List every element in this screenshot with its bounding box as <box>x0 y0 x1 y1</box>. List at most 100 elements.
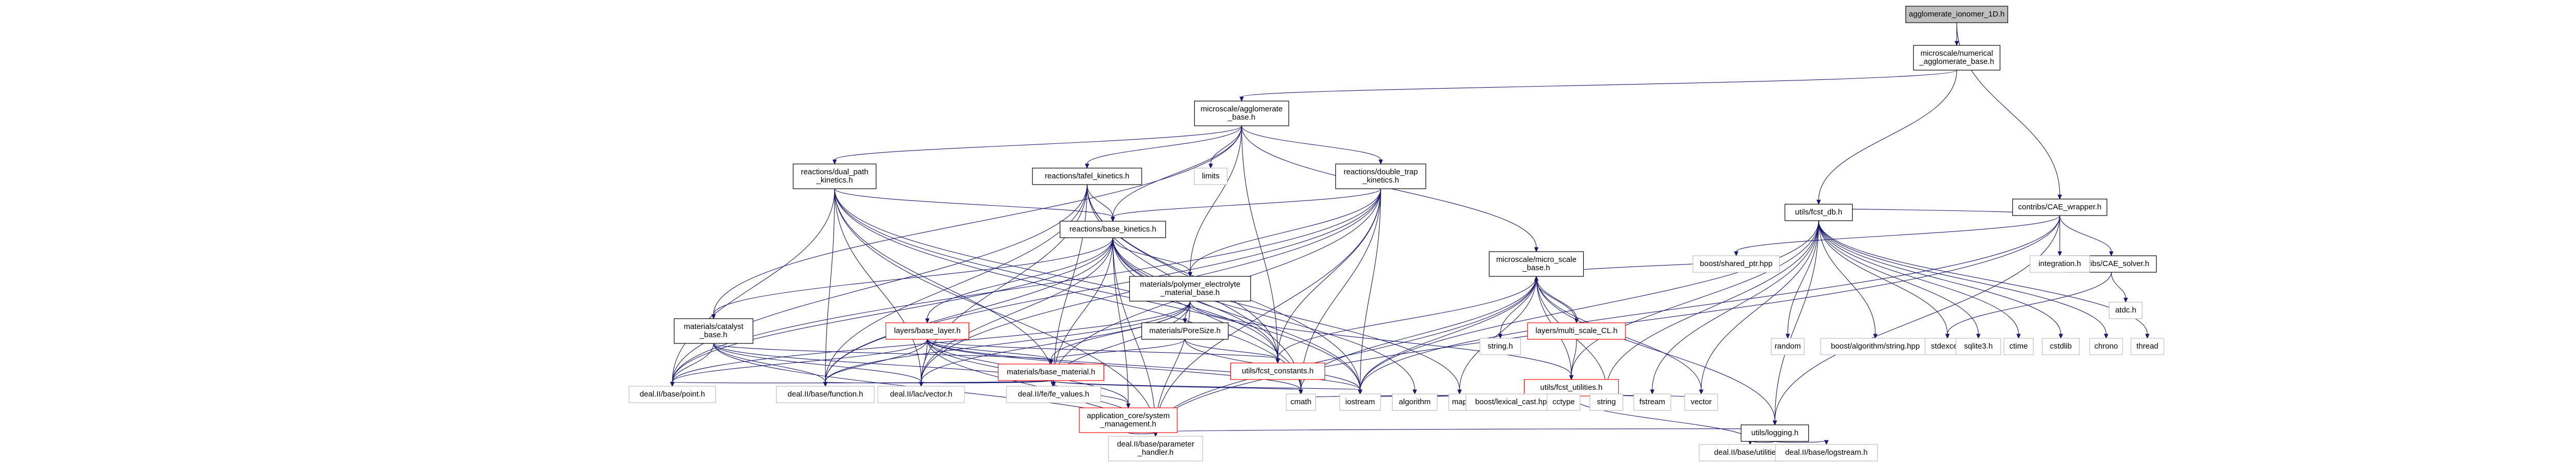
graph-node-function: deal.II/base/function.h <box>776 386 875 403</box>
graph-node-root: agglomerate_ionomer_1D.h <box>1905 6 2008 23</box>
graph-node-iostream: iostream <box>1339 393 1381 411</box>
node-box <box>1194 101 1290 126</box>
node-box <box>792 163 877 189</box>
edge-mps-to-ufc <box>1184 339 1280 364</box>
node-label: _kinetics.h <box>1362 176 1399 185</box>
node-label: materials/PoreSize.h <box>1149 326 1221 335</box>
edge-fcm-to-thread <box>1818 220 2150 339</box>
node-label: thread <box>2137 342 2159 351</box>
graph-node-mcat[interactable]: materials/catalyst_base.h <box>673 318 754 344</box>
edge-csolv-to-atdc <box>2111 272 2128 303</box>
node-box <box>1059 221 1166 238</box>
node-box <box>1684 393 1718 411</box>
graph-node-algorithm: algorithm <box>1392 393 1438 411</box>
node-label: _base.h <box>1522 263 1550 272</box>
edge-mmsb-to-map <box>1457 276 1537 395</box>
node-box <box>776 386 875 403</box>
edge-rdp-to-rbk <box>834 188 1115 222</box>
graph-node-mnab[interactable]: microscale/numerical_agglomerate_base.h <box>1913 45 2001 71</box>
node-box <box>1285 393 1316 411</box>
edge-mab-to-rtk <box>1084 125 1242 169</box>
graph-node-lms[interactable]: layers/multi_scale_CL.h <box>1527 322 1626 340</box>
graph-node-string: string <box>1589 393 1623 411</box>
graph-node-blog: deal.II/base/logstream.h <box>1775 444 1878 461</box>
node-box <box>1589 393 1623 411</box>
node-box <box>2042 338 2080 355</box>
edge-cwrap-to-ulog <box>1772 215 2060 426</box>
node-label: deal.II/base/logstream.h <box>1785 448 1868 457</box>
node-label: sqlite3.h <box>1964 342 1993 351</box>
graph-node-ufc[interactable]: utils/fcst_constants.h <box>1230 362 1326 380</box>
edge-rdp-to-lacvec <box>834 188 924 387</box>
graph-node-ulog[interactable]: utils/logging.h <box>1740 424 1809 442</box>
node-box <box>997 364 1105 381</box>
edge-mbm-to-lacvec <box>919 380 1052 387</box>
node-label: materials/polymer_electrolyte <box>1140 280 1240 289</box>
edge-rtk-to-fev <box>1051 184 1088 387</box>
edge-mcat-to-point <box>670 343 714 387</box>
graph-node-mps[interactable]: materials/PoreSize.h <box>1141 322 1229 340</box>
graph-node-chrono: chrono <box>2089 338 2123 355</box>
node-label: utils/fcst_constants.h <box>1242 367 1313 375</box>
node-label: utils/logging.h <box>1751 428 1799 437</box>
node-label: application_core/system <box>1087 411 1170 420</box>
graph-node-acsm[interactable]: application_core/system_management.h <box>1079 407 1178 433</box>
node-label: deal.II/base/point.h <box>640 390 705 399</box>
node-label: ctime <box>2009 342 2028 351</box>
node-label: materials/base_material.h <box>1007 368 1095 376</box>
edge-fcm-to-ctime <box>1818 220 2021 339</box>
node-box <box>629 386 716 403</box>
node-box <box>2109 302 2143 319</box>
graph-node-cwrap[interactable]: contribs/CAE_wrapper.h <box>2012 199 2108 216</box>
graph-node-mbm[interactable]: materials/base_material.h <box>997 364 1105 381</box>
graph-node-rtk[interactable]: reactions/tafel_kinetics.h <box>1032 168 1142 185</box>
node-label: cctype <box>1552 398 1574 406</box>
graph-node-fev: deal.II/fe/fe_values.h <box>1006 386 1101 403</box>
node-label: _kinetics.h <box>816 176 853 185</box>
graph-node-mab[interactable]: microscale/agglomerate_base.h <box>1194 101 1290 126</box>
graph-node-ufu[interactable]: utils/fcst_utilities.h <box>1523 379 1619 397</box>
edge-mmsb-to-stringh <box>1498 276 1537 339</box>
node-label: microscale/micro_scale <box>1496 255 1577 264</box>
graph-node-random: random <box>1771 338 1805 355</box>
node-box <box>1784 204 1853 221</box>
node-box <box>1230 362 1326 380</box>
edge-ulog-to-blog <box>1774 440 1829 446</box>
graph-node-rdt[interactable]: reactions/double_trap_kinetics.h <box>1335 163 1427 189</box>
node-box <box>1006 386 1101 403</box>
node-label: _material_base.h <box>1160 288 1219 297</box>
node-label: deal.II/fe/fe_values.h <box>1018 390 1089 399</box>
edge-lbl-to-point <box>670 339 928 387</box>
node-box <box>1032 168 1142 185</box>
edge-mmsb-to-iostream <box>1358 276 1537 395</box>
node-label: cmath <box>1291 398 1312 406</box>
graph-node-rdp[interactable]: reactions/dual_path_kinetics.h <box>792 163 877 189</box>
node-layer: agglomerate_ionomer_1D.h microscale/numer… <box>629 6 2164 461</box>
graph-node-atdc: atdc.h <box>2109 302 2143 319</box>
node-label: vector <box>1691 398 1712 406</box>
graph-node-lbl[interactable]: layers/base_layer.h <box>885 322 970 340</box>
graph-node-vector: vector <box>1684 393 1718 411</box>
edge-rbk-to-mcat <box>711 237 1113 320</box>
graph-node-stringh: string.h <box>1479 338 1521 355</box>
graph-node-mmsb[interactable]: microscale/micro_scale_base.h <box>1488 251 1584 277</box>
node-box <box>1775 444 1878 461</box>
node-label: _management.h <box>1100 420 1156 428</box>
graph-node-fcm[interactable]: utils/fcst_db.h <box>1784 204 1853 221</box>
graph-node-rbk[interactable]: reactions/base_kinetics.h <box>1059 221 1166 238</box>
node-label: iostream <box>1345 398 1375 406</box>
edge-fcm-to-balg <box>1818 220 1878 339</box>
edge-fcm-to-iostream <box>1358 220 1819 395</box>
graph-node-thread: thread <box>2130 338 2164 355</box>
edge-acsm-to-ulog <box>1128 424 1777 433</box>
edge-lbl-to-function <box>823 339 928 387</box>
node-label: map <box>1452 398 1467 406</box>
node-label: string.h <box>1487 342 1513 351</box>
node-box <box>1129 276 1251 302</box>
graph-node-bsp: boost/shared_ptr.hpp <box>1692 255 1780 273</box>
node-box <box>1339 393 1381 411</box>
node-box <box>1913 45 2001 71</box>
edge-rtk-to-rbk <box>1087 184 1115 222</box>
node-label: _base.h <box>699 331 727 339</box>
graph-node-mpe[interactable]: materials/polymer_electrolyte_material_b… <box>1129 276 1251 302</box>
